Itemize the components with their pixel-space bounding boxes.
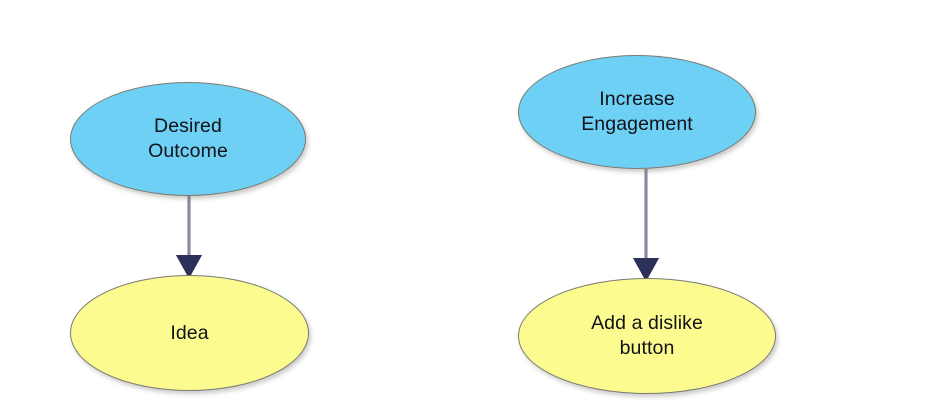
node-add-dislike-button[interactable]: Add a dislike button <box>518 278 776 394</box>
node-idea[interactable]: Idea <box>70 275 309 391</box>
node-desired-outcome[interactable]: Desired Outcome <box>70 82 306 196</box>
node-increase-engagement[interactable]: Increase Engagement <box>518 55 756 169</box>
node-label: Idea <box>170 321 209 344</box>
node-label: Increase Engagement <box>581 88 693 135</box>
node-label: Desired Outcome <box>148 115 228 162</box>
node-label: Add a dislike button <box>591 312 703 359</box>
